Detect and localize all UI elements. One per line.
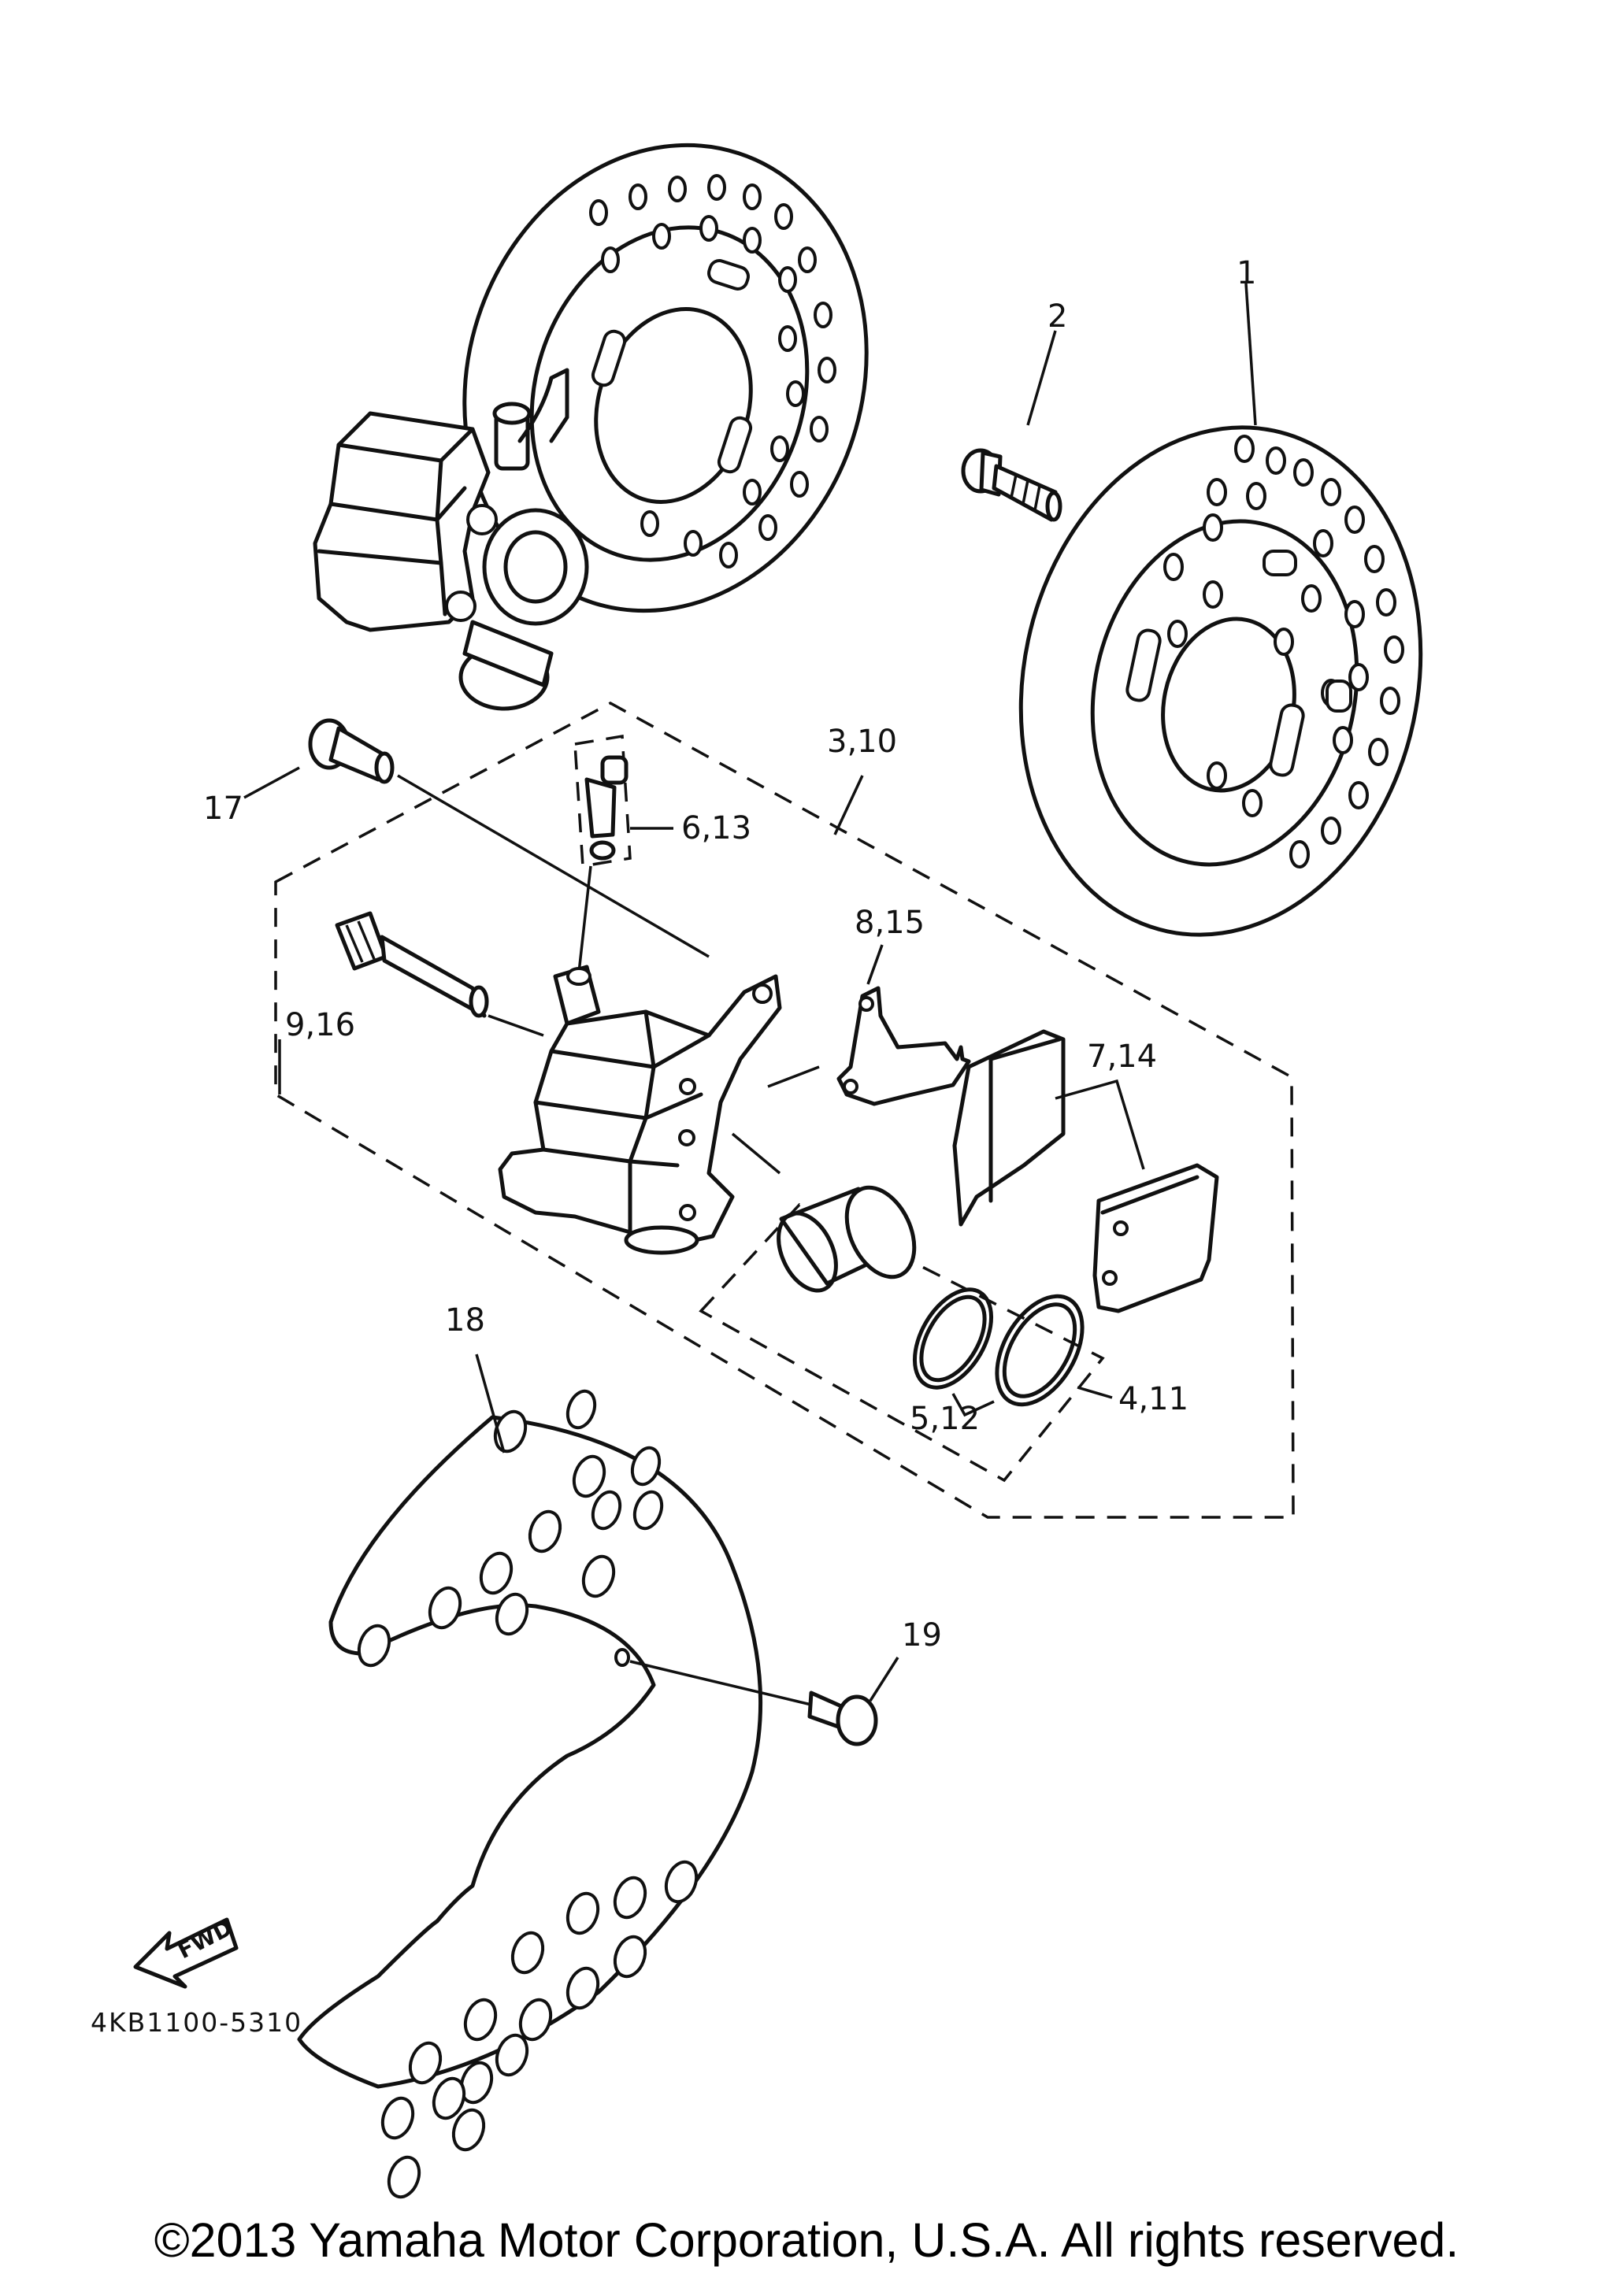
disc-guard (297, 1354, 763, 2199)
slide-pin (278, 911, 544, 1094)
callout-8-15: 8,15 (855, 905, 925, 941)
guard-bolt-19 (629, 1657, 899, 1746)
callout-7-14: 7,14 (1087, 1039, 1157, 1075)
callout-1: 1 (1237, 255, 1256, 291)
callout-5-12: 5,12 (910, 1401, 980, 1437)
forward-direction-arrow: FWD (133, 1915, 239, 1989)
callout-6-13: 6,13 (681, 810, 751, 846)
pad-support-plate (836, 944, 971, 1106)
disc-bolt (961, 330, 1062, 522)
piston (777, 1185, 917, 1293)
callout-19: 19 (902, 1617, 942, 1653)
copyright-notice: ©2013 Yamaha Motor Corporation, U.S.A. A… (154, 2213, 1459, 2267)
diagram-code: 4KB1100-5310 (91, 2007, 302, 2038)
bleed-screw (577, 755, 673, 973)
piston-seals (912, 1287, 1113, 1417)
callout-18: 18 (445, 1302, 485, 1339)
brake-pads (952, 1029, 1219, 1313)
brake-disc (1018, 283, 1423, 937)
assembled-disc-and-caliper (313, 143, 869, 711)
bleed-screw-group-boundary (573, 734, 632, 868)
callout-3-10: 3,10 (827, 724, 897, 760)
callout-9-16: 9,16 (285, 1007, 355, 1043)
caliper-assembly-boundary (274, 702, 1295, 1519)
callout-2: 2 (1048, 298, 1067, 335)
caliper-body (498, 965, 820, 1255)
caliper-bolt-17 (243, 718, 710, 958)
piston-seal-group-boundary (699, 1202, 1105, 1483)
callout-17: 17 (203, 791, 243, 827)
callout-4-11: 4,11 (1118, 1381, 1188, 1417)
